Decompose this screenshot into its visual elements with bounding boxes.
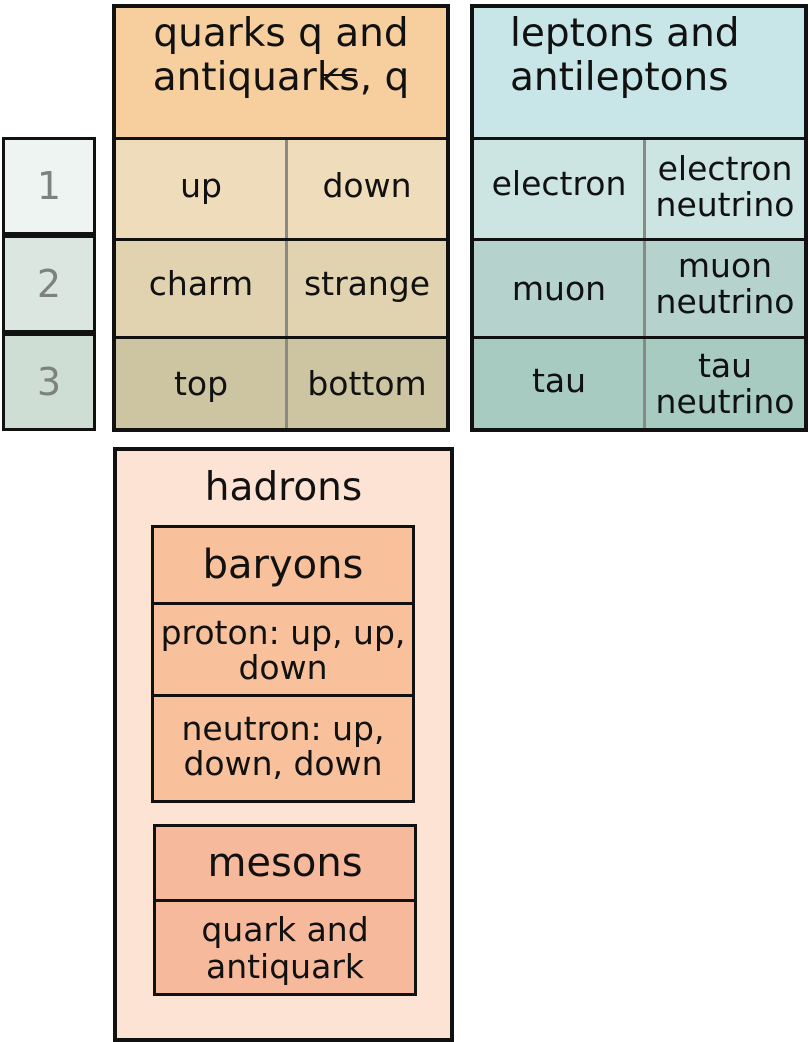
hadrons-title: hadrons	[204, 465, 363, 510]
muon-neutrino-line2: neutrino	[655, 281, 795, 321]
lepton-muon-neutrino: muon neutrino	[646, 241, 804, 336]
proton-line2: down	[238, 647, 328, 687]
lepton-muon: muon	[511, 268, 607, 308]
quark-row-divider	[116, 238, 446, 241]
quark-down: down	[322, 165, 412, 205]
baryon-proton: proton: up, up, down	[154, 605, 412, 694]
meson-line1: quark and	[201, 909, 369, 949]
quark-row-1: up down	[116, 140, 446, 238]
quark-divider	[285, 140, 288, 238]
lepton-row-divider	[474, 336, 804, 339]
mesons-title: mesons	[156, 827, 414, 899]
lepton-row-divider	[474, 238, 804, 241]
antiquark-bar-mark	[322, 74, 356, 76]
quark-divider	[285, 241, 288, 336]
tau-neutrino-line2: neutrino	[655, 381, 795, 421]
electron-neutrino-line2: neutrino	[655, 185, 795, 224]
quarks-header: quarks q and antiquarks, q	[116, 8, 446, 140]
neutron-line2: down, down	[183, 743, 383, 783]
generation-3-cell: 3	[2, 333, 96, 431]
lepton-row-3: tau tau neutrino	[474, 339, 804, 428]
hadrons-panel: hadrons baryons proton: up, up, down neu…	[113, 447, 454, 1042]
muon-neutrino-line1: muon	[677, 245, 773, 285]
leptons-title-line2: antileptons	[510, 55, 729, 100]
leptons-header: leptons and antileptons	[474, 8, 804, 140]
proton-line1: proton: up, up,	[160, 612, 406, 652]
generation-1-cell: 1	[2, 137, 96, 235]
quark-top: top	[173, 364, 229, 403]
quarks-title-line1: quarks q and	[153, 11, 409, 56]
quark-divider	[285, 339, 288, 428]
baryons-box: baryons proton: up, up, down neutron: up…	[151, 525, 415, 803]
lepton-electron: electron	[491, 164, 627, 203]
mesons-box: mesons quark and antiquark	[153, 824, 417, 996]
quark-charm: charm	[148, 264, 254, 303]
meson-composition: quark and antiquark	[156, 902, 414, 993]
baryon-neutron: neutron: up, down, down	[154, 697, 412, 800]
leptons-panel: leptons and antileptons electron electro…	[470, 4, 808, 432]
lepton-divider	[643, 241, 646, 336]
quark-bottom: bottom	[307, 364, 427, 403]
quarks-title-line2: antiquarks, q	[152, 55, 410, 100]
neutron-line1: neutron: up,	[181, 708, 385, 748]
lepton-divider	[643, 339, 646, 428]
quark-row-3: top bottom	[116, 339, 446, 428]
generation-2-cell: 2	[2, 235, 96, 333]
electron-neutrino-line1: electron	[657, 149, 793, 188]
lepton-electron-neutrino: electron neutrino	[646, 140, 804, 238]
quarks-panel: quarks q and antiquarks, q up down charm…	[112, 4, 450, 432]
lepton-divider	[643, 140, 646, 238]
quark-row-divider	[116, 336, 446, 339]
generation-1-label: 1	[36, 164, 62, 208]
generation-2-label: 2	[36, 262, 62, 306]
lepton-tau-neutrino: tau neutrino	[646, 339, 804, 428]
meson-line2: antiquark	[205, 946, 364, 986]
baryons-title: baryons	[154, 528, 412, 602]
meson-divider	[156, 899, 414, 902]
generation-3-label: 3	[36, 360, 62, 404]
leptons-title-line1: leptons and	[510, 11, 740, 56]
lepton-row-1: electron electron neutrino	[474, 140, 804, 238]
baryon-divider	[154, 602, 412, 605]
baryon-divider	[154, 694, 412, 697]
quark-strange: strange	[303, 264, 431, 303]
quark-up: up	[180, 165, 222, 205]
lepton-row-2: muon muon neutrino	[474, 241, 804, 336]
quark-row-2: charm strange	[116, 241, 446, 336]
lepton-tau: tau	[531, 360, 587, 400]
tau-neutrino-line1: tau	[697, 345, 753, 385]
